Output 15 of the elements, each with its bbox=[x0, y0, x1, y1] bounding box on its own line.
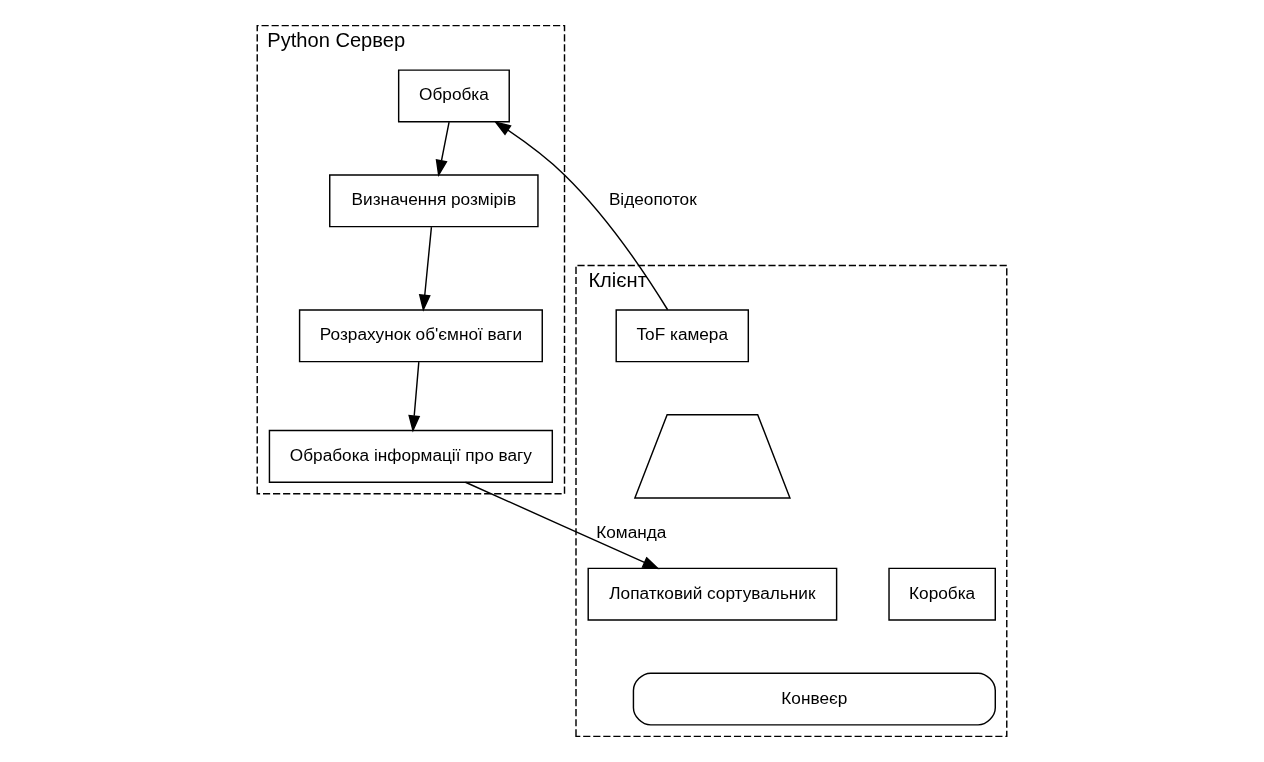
edge-label: Команда bbox=[596, 521, 667, 542]
arrow bbox=[493, 120, 669, 311]
arrow bbox=[418, 226, 433, 312]
node-box: Обробка bbox=[397, 69, 510, 123]
node-box: Визначення розмірів bbox=[329, 174, 539, 228]
node-box: Коробка bbox=[888, 567, 996, 621]
arrow bbox=[435, 121, 450, 178]
node-box: Обрабока інформації про вагу bbox=[268, 429, 554, 483]
node-box: Розрахунок об'ємної ваги bbox=[298, 309, 543, 363]
edge-label: Відеопоток bbox=[608, 189, 697, 210]
node-box: ToF камера bbox=[615, 309, 750, 363]
node-box: Конвеєр bbox=[632, 672, 996, 726]
arrow bbox=[408, 361, 421, 433]
node-box: Лопатковий сортувальник bbox=[587, 567, 838, 621]
node-trapezoid bbox=[633, 414, 791, 499]
